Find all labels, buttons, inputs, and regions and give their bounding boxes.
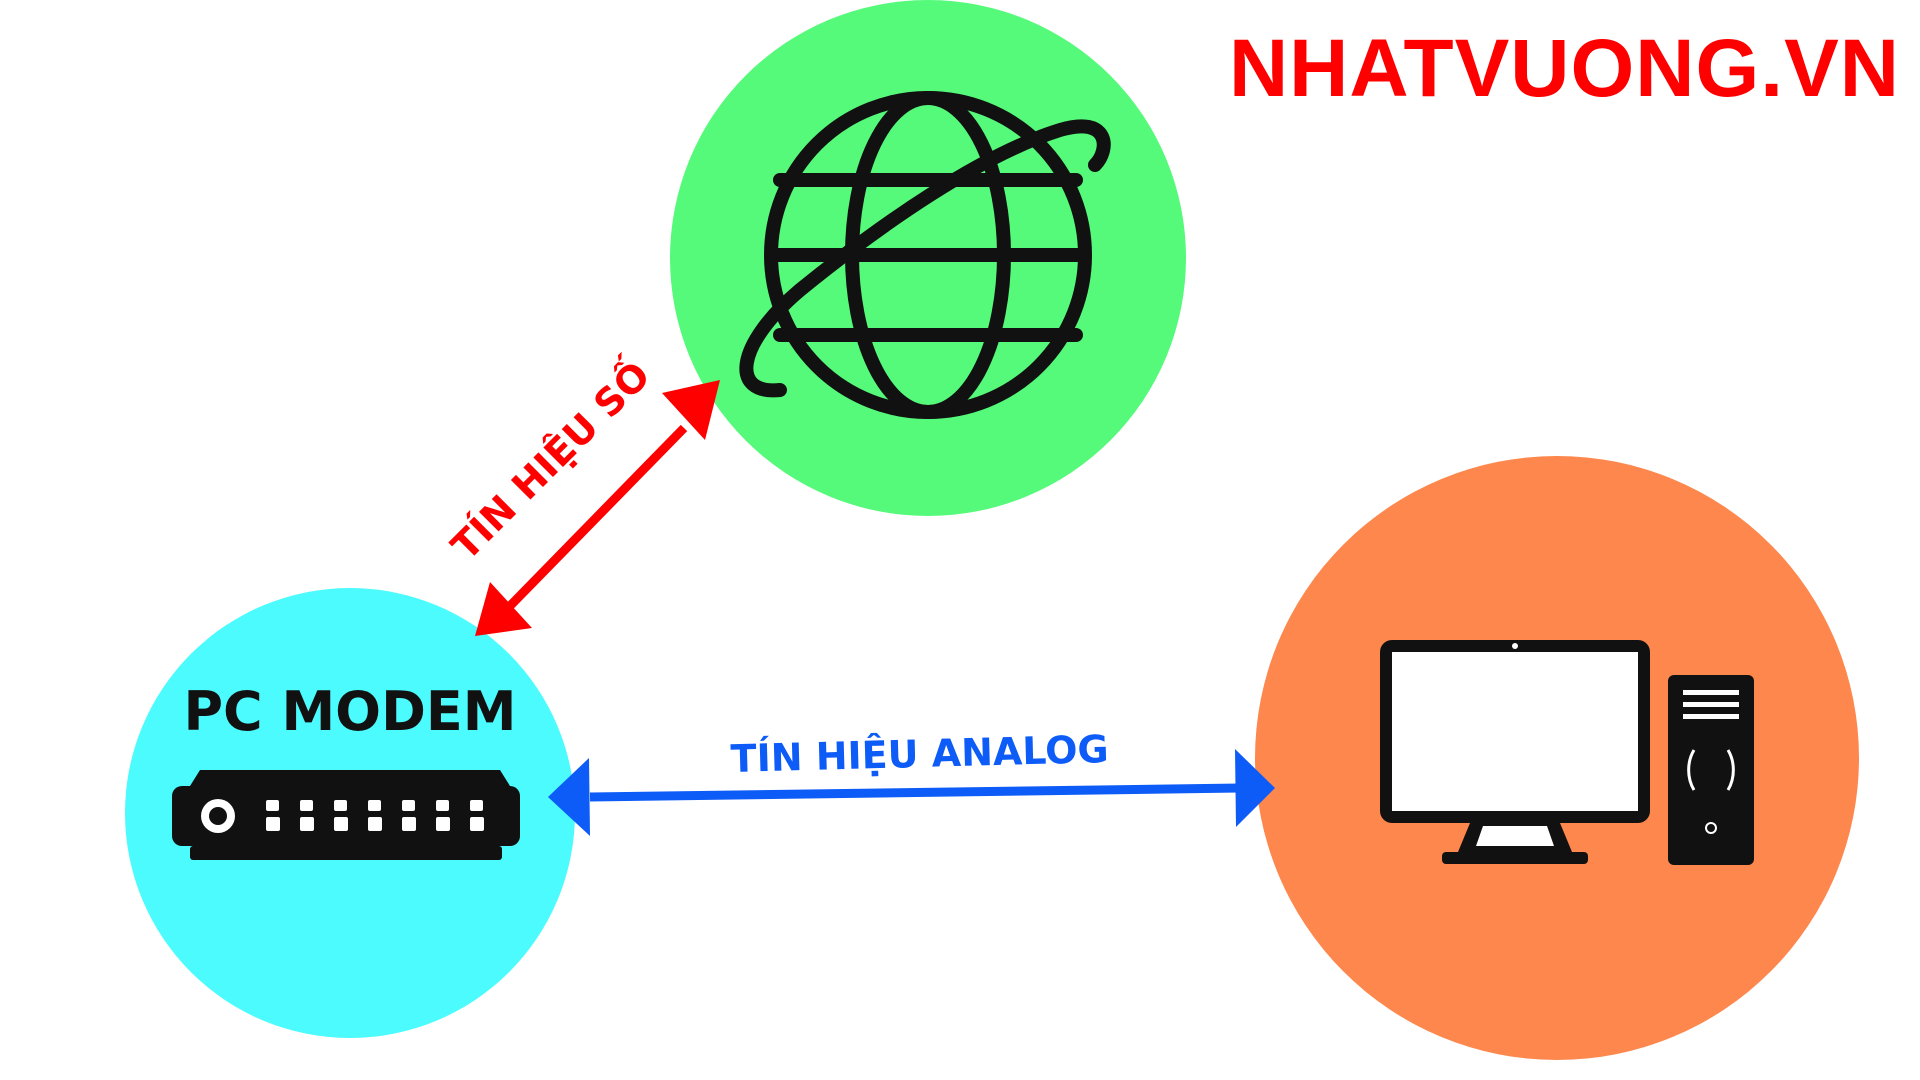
analog-arrow-line [589, 783, 1241, 802]
analog-arrowhead-left [548, 758, 590, 836]
modem-icon [172, 770, 520, 860]
globe-icon [739, 91, 1111, 419]
analog-signal-label: TÍN HIỆU ANALOG [730, 727, 1109, 781]
internet-node [670, 0, 1186, 516]
desktop-computer-icon [1380, 640, 1754, 865]
brand-title: NHATVUONG.VN [1229, 23, 1900, 114]
digital-signal-label: TÍN HIỆU SỐ [440, 350, 659, 569]
computer-node [1255, 456, 1859, 1060]
digital-arrow-line [504, 424, 688, 612]
digital-signal-edge: TÍN HIỆU SỐ [440, 350, 720, 636]
modem-node: PC MODEM [125, 588, 575, 1038]
modem-label: PC MODEM [183, 680, 516, 743]
digital-arrowhead-bottom [475, 582, 532, 636]
digital-arrowhead-top [662, 380, 720, 440]
analog-signal-edge: TÍN HIỆU ANALOG [548, 727, 1275, 836]
analog-arrowhead-right [1235, 749, 1275, 827]
